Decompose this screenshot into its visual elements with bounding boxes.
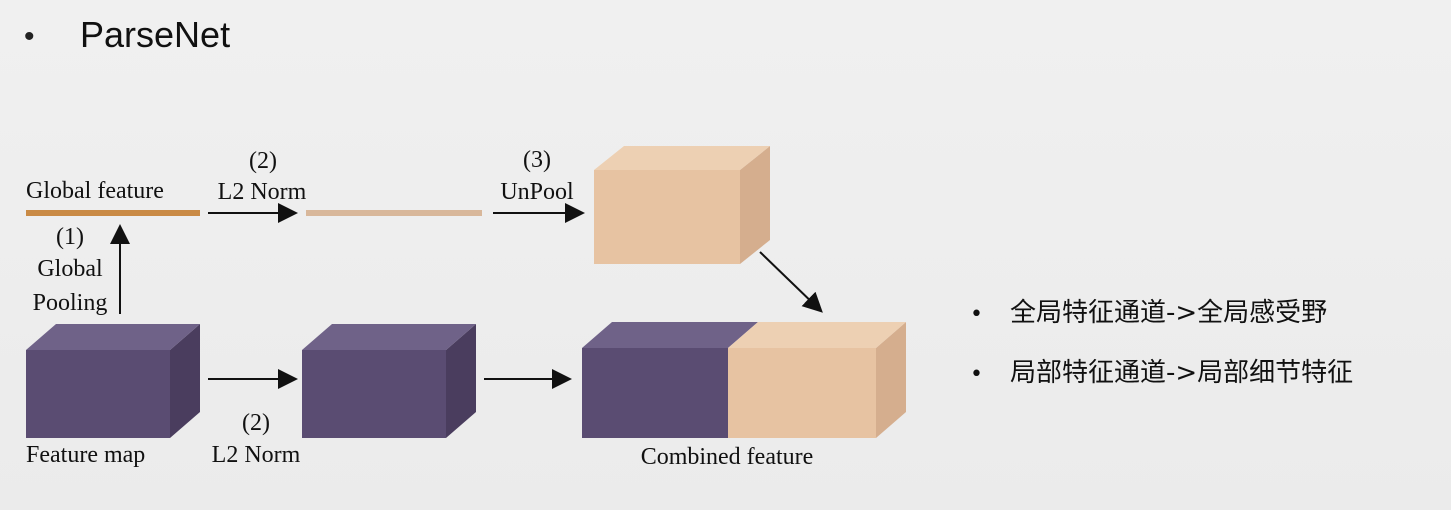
- combined-feature-cube: [582, 322, 906, 438]
- step3-label: UnPool: [500, 179, 574, 205]
- step2-top-label: L2 Norm: [218, 179, 307, 205]
- note-bullet-1: •: [970, 302, 983, 327]
- normalized-cube-top: [302, 324, 476, 350]
- feature-map-label: Feature map: [26, 442, 145, 468]
- unpooled-feature-cube: [594, 146, 770, 264]
- step3-number: (3): [523, 147, 551, 173]
- global-feature-label: Global feature: [26, 178, 164, 204]
- combined-cube-side: [876, 322, 906, 438]
- combined-cube-top-peach: [728, 322, 906, 348]
- combined-feature-label: Combined feature: [641, 444, 814, 470]
- normalized-cube-side: [446, 324, 476, 438]
- combined-cube-top-purple: [582, 322, 758, 348]
- normalized-global-bar: [306, 210, 482, 216]
- feature-map-cube-side: [170, 324, 200, 438]
- unpooled-cube-side: [740, 146, 770, 264]
- arrow-unpool-to-combined: [759, 251, 823, 313]
- step1-number: (1): [56, 224, 84, 250]
- note-item-local: • 局部特征通道->局部细节特征: [970, 352, 1353, 389]
- step1-line1: Global: [37, 256, 103, 282]
- step2-bottom-number: (2): [242, 410, 270, 436]
- unpooled-cube-top: [594, 146, 770, 170]
- step2-top-number: (2): [249, 148, 277, 174]
- feature-map-cube-top: [26, 324, 200, 350]
- slide-title: ParseNet: [80, 14, 231, 55]
- note-text-global: 全局特征通道->全局感受野: [1010, 298, 1328, 328]
- note-item-global: • 全局特征通道->全局感受野: [970, 292, 1327, 329]
- normalized-cube-front: [302, 350, 446, 438]
- unpooled-cube-front: [594, 170, 740, 264]
- combined-cube-front-purple: [582, 348, 728, 438]
- note-text-local: 局部特征通道->局部细节特征: [1010, 358, 1354, 388]
- combined-cube-front-peach: [728, 348, 876, 438]
- global-feature-bar: [26, 210, 200, 216]
- step2-bottom-label: L2 Norm: [212, 442, 301, 468]
- feature-map-cube: [26, 324, 200, 438]
- normalized-feature-cube: [302, 324, 476, 438]
- note-bullet-2: •: [970, 362, 983, 387]
- feature-map-cube-front: [26, 350, 170, 438]
- step1-line2: Pooling: [33, 290, 108, 316]
- title-bullet: •: [24, 20, 35, 53]
